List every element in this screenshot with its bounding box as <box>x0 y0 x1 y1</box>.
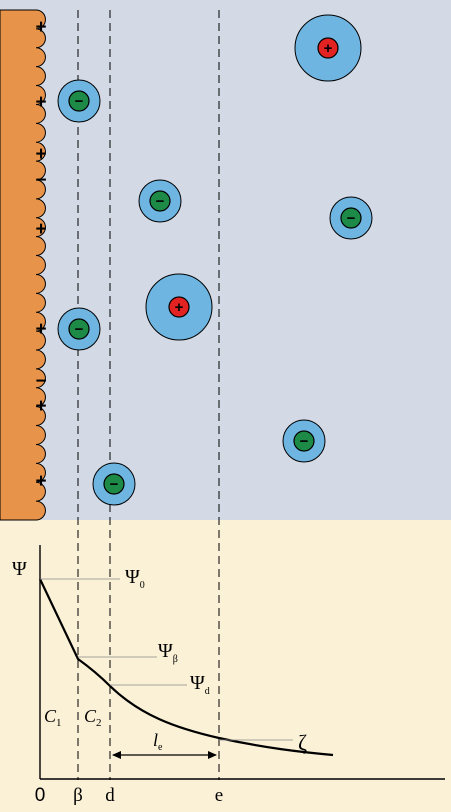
ion-charge-sign: − <box>110 476 119 493</box>
le-dimension: le <box>112 730 217 759</box>
ion-charge-sign: + <box>175 299 184 316</box>
y-axis-symbol: Ψ <box>12 558 27 580</box>
anion: − <box>282 419 326 463</box>
le-label: le <box>153 730 163 753</box>
ion-charge-sign: − <box>300 433 309 450</box>
cation: + <box>294 14 362 82</box>
ion-core <box>168 296 190 318</box>
le-arrowhead-right <box>208 751 217 759</box>
x-tick-e: e <box>215 785 223 806</box>
surface-charge-plus: + <box>35 471 46 492</box>
le-arrowhead-left <box>112 751 121 759</box>
surface-charge-plus: + <box>35 396 46 417</box>
ions-layer: + − − − + − − − <box>57 14 373 506</box>
surface-charge-minus: − <box>35 371 46 392</box>
plot-region <box>0 520 451 812</box>
cation: + <box>145 273 213 341</box>
surface-charges: + + + − + + − + + <box>35 17 46 492</box>
x-tick-beta: β <box>73 785 83 806</box>
ion-core <box>68 90 90 112</box>
zeta-label: ζ <box>298 730 307 755</box>
ion-core <box>103 473 125 495</box>
ion-charge-sign: − <box>75 321 84 338</box>
ion-core <box>340 207 362 229</box>
surface-charge-minus: − <box>35 170 46 191</box>
surface-charge-plus: + <box>35 144 46 165</box>
leader-lines <box>40 578 293 741</box>
psid-label: Ψd <box>190 672 210 697</box>
x-tick-0: 0 <box>35 785 46 806</box>
electrode: + + + − + + − + + <box>0 9 47 521</box>
c1-label: C1 <box>44 706 62 729</box>
potential-curve <box>39 578 334 757</box>
plane-lines <box>77 10 220 780</box>
surface-charge-plus: + <box>35 92 46 113</box>
ion-core <box>149 190 171 212</box>
solution-region <box>0 0 451 520</box>
potential-plot: Ψ Ψ0 Ψβ Ψd ζ C1 C2 <box>12 545 445 806</box>
ion-core <box>293 430 315 452</box>
anion: − <box>138 179 182 223</box>
surface-charge-plus: + <box>35 319 46 340</box>
electrode-surface <box>0 9 46 521</box>
surface-charge-plus: + <box>35 17 46 38</box>
psibeta-label: Ψβ <box>158 640 178 665</box>
ion-charge-sign: − <box>347 210 356 227</box>
anion: − <box>329 196 373 240</box>
surface-charge-plus: + <box>35 219 46 240</box>
ion-charge-sign: + <box>324 40 333 57</box>
ion-core <box>317 37 339 59</box>
anion: − <box>57 79 101 123</box>
anion: − <box>92 462 136 506</box>
psi0-label: Ψ0 <box>125 566 145 591</box>
ion-charge-sign: − <box>75 93 84 110</box>
ion-core <box>68 318 90 340</box>
x-tick-d: d <box>105 785 115 806</box>
ion-charge-sign: − <box>156 193 165 210</box>
c2-label: C2 <box>84 706 102 729</box>
anion: − <box>57 307 101 351</box>
